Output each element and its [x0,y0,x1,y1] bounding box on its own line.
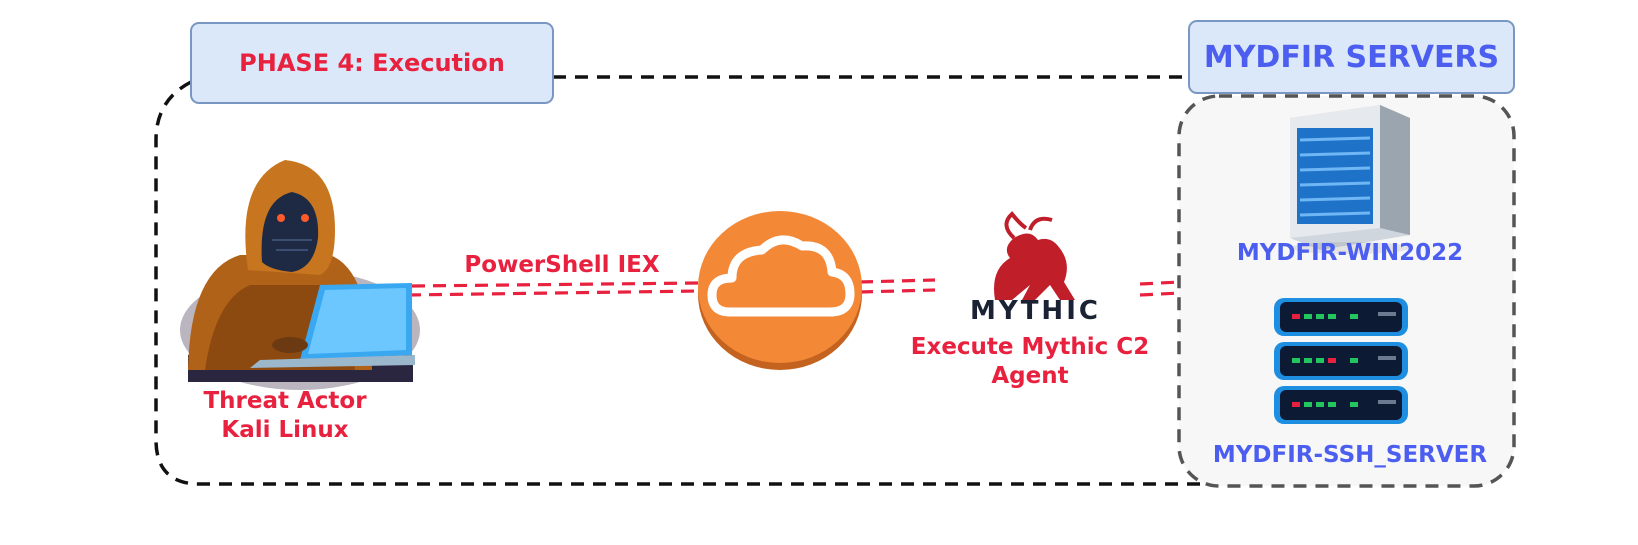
servers-title-box [1188,20,1515,94]
connection-lines [407,278,1181,297]
windows-server-icon [1290,105,1410,254]
mythic-caption-line1: Execute Mythic C2 [910,334,1150,360]
cloud-icon [698,211,862,370]
server-name-ssh: MYDFIR-SSH_SERVER [1212,442,1488,468]
mythic-logo-text: MYTHIC [970,296,1101,326]
servers-group-title: MYDFIR SERVERS [1203,39,1500,75]
threat-actor-label-line1: Threat Actor [203,388,367,414]
server-rack-icon [1274,298,1408,424]
hacker-icon [180,160,420,390]
connection-label: PowerShell IEX [464,252,660,278]
phase-boundary [154,75,1200,486]
mythic-logo-icon [994,211,1075,300]
servers-group-boundary [1177,94,1516,488]
threat-actor-label-line2: Kali Linux [221,417,349,443]
phase-title: PHASE 4: Execution [239,49,505,77]
mythic-caption-line2: Agent [991,363,1069,389]
phase-title-box [190,22,554,104]
server-name-win2022: MYDFIR-WIN2022 [1236,240,1464,266]
